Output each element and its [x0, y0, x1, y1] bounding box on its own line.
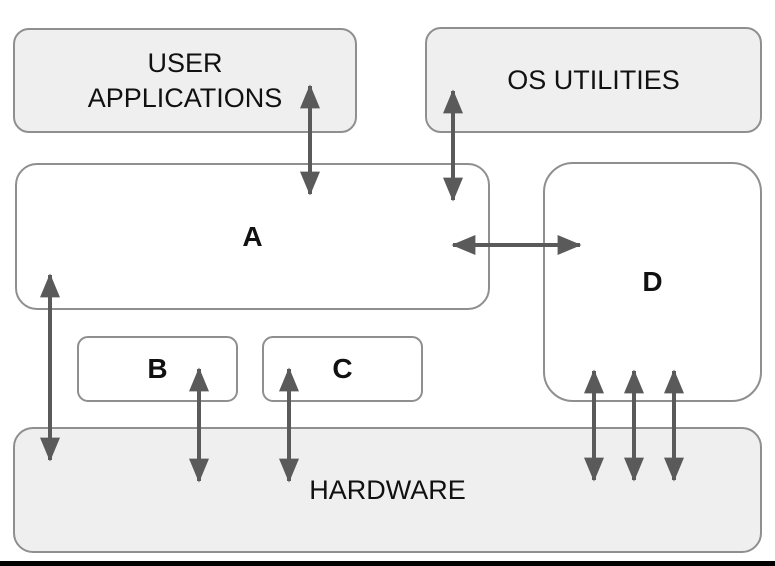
os-utilities-label: OS UTILITIES — [507, 64, 680, 95]
box-d: D — [543, 162, 762, 402]
user-applications-box: USER APPLICATIONS — [13, 28, 357, 133]
box-b: B — [77, 336, 238, 402]
box-c-label: C — [332, 353, 353, 384]
box-d-label: D — [642, 266, 663, 297]
box-c: C — [262, 336, 423, 402]
box-a-label: A — [242, 220, 263, 252]
box-b-label: B — [147, 353, 168, 384]
hardware-box: HARDWARE — [13, 427, 762, 553]
box-a: A — [15, 163, 490, 310]
bottom-border-line — [0, 561, 775, 566]
user-applications-label: USER APPLICATIONS — [87, 47, 283, 113]
hardware-label: HARDWARE — [309, 474, 466, 505]
os-utilities-box: OS UTILITIES — [425, 27, 762, 133]
